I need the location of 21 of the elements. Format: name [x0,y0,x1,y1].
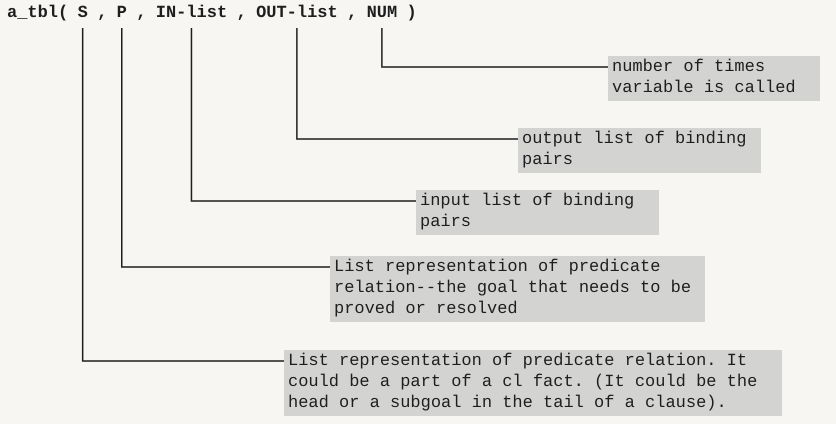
description-box: number of times variable is called [608,56,820,101]
closing-parenthesis: ) [406,4,417,24]
argument-name: P [116,4,127,24]
argument-name: S [78,4,88,24]
description-box: List representation of predicate relation--the goal that needs to be proved or resolved [330,256,706,322]
argument-name: IN-list [156,4,228,24]
leader-line [82,28,284,362]
comma: , [97,4,108,24]
leader-line [121,28,330,268]
leader-line [381,28,608,68]
comma: , [136,4,146,24]
description-box: input list of binding pairs [416,190,659,235]
function-name: a_tbl( [7,4,68,24]
comma: , [236,4,247,24]
description-box: List representation of predicate relation. It could be a part of a cl fact. (It could be the head or a subgoal in the tail of a clause). [284,350,782,416]
comma: , [347,4,358,24]
leader-line [190,28,416,202]
argument-name: NUM [366,4,398,24]
description-box: output list of binding pairs [518,128,761,173]
argument-name: OUT-list [256,4,338,24]
leader-line [296,28,518,140]
